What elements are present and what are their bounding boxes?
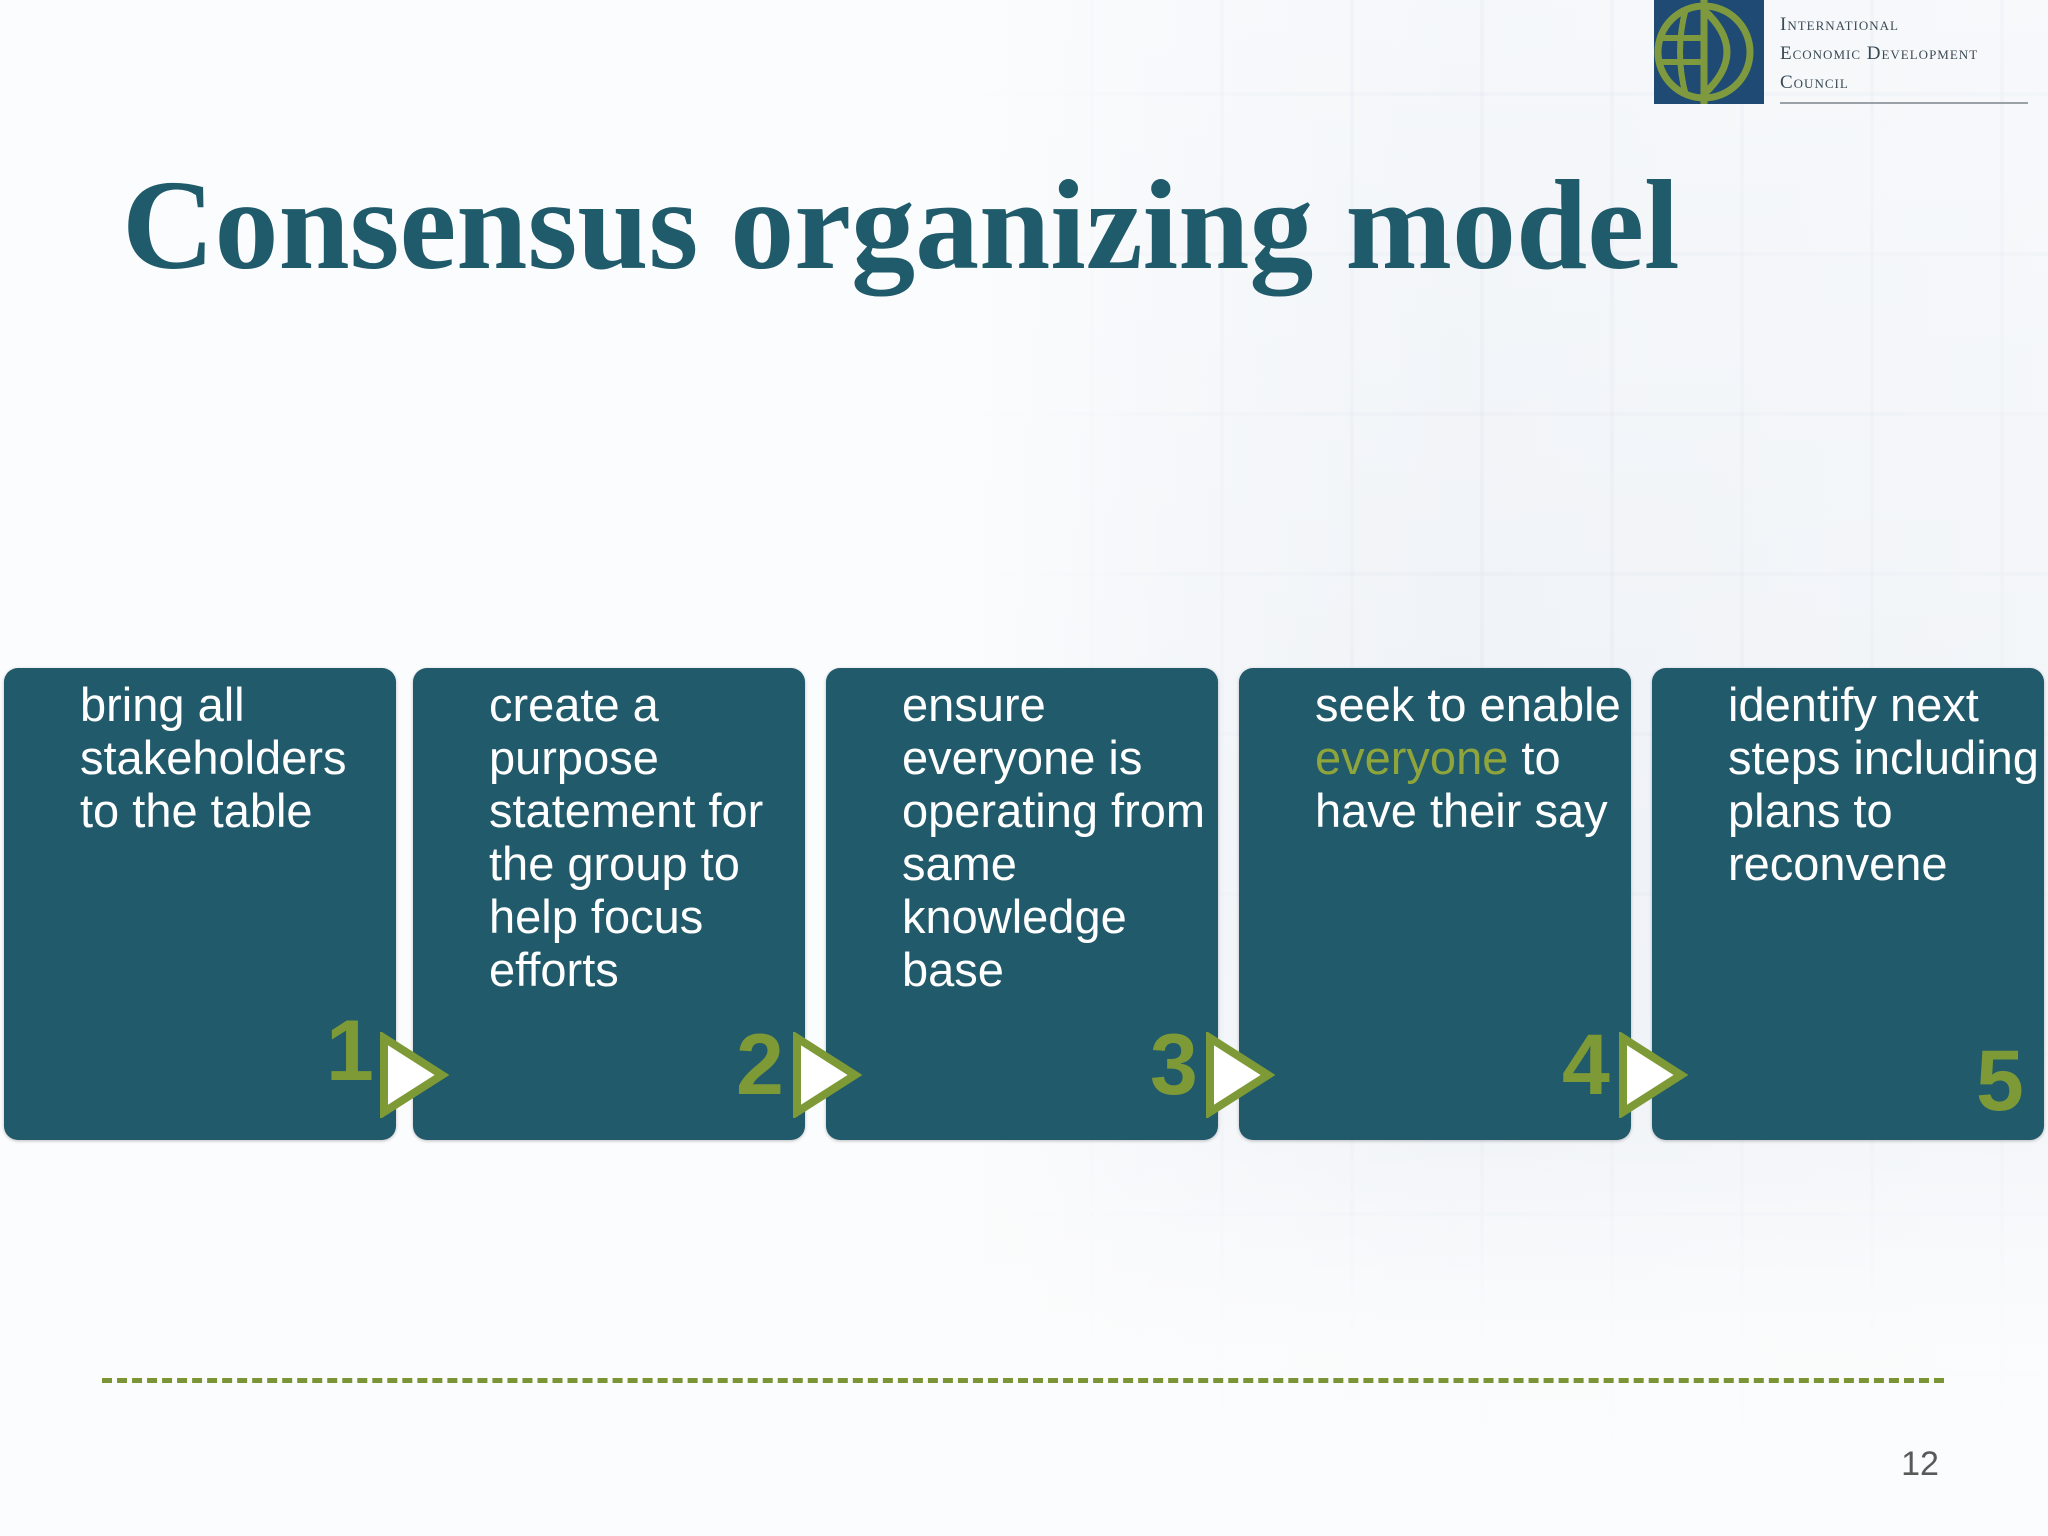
globe-icon [1654,0,1764,104]
step-text: bring all stakeholders to the table [80,678,392,837]
step-number: 1 [326,1008,374,1094]
step-box-2: create a purpose statement for the group… [413,668,805,1140]
step-box-3: ensure everyone is operating from same k… [826,668,1218,1140]
step-number: 4 [1562,1022,1610,1108]
logo-line-3: Council [1780,68,2048,97]
iedc-logo: International Economic Development Counc… [1654,0,2048,106]
step-box-5: identify next steps including plans to r… [1652,668,2044,1140]
step-number: 3 [1150,1022,1198,1108]
step-text-main: bring all stakeholders to the table [80,678,347,837]
arrow-right-icon [791,1032,863,1118]
background-fade [0,1100,2048,1536]
step-text-before: seek to enable [1315,678,1621,731]
step-text: ensure everyone is operating from same k… [902,678,1214,996]
step-text: seek to enable everyone to have their sa… [1315,678,1627,837]
slide-title: Consensus organizing model [122,150,1680,300]
page-number: 12 [1880,1444,1960,1484]
step-box-1: bring all stakeholders to the table 1 [4,668,396,1140]
step-number: 5 [1976,1038,2024,1124]
step-text-main: identify next steps including plans to r… [1728,678,2039,890]
step-text: identify next steps including plans to r… [1728,678,2040,890]
arrow-right-icon [1617,1032,1689,1118]
step-number: 2 [736,1022,784,1108]
footer-divider [102,1378,1944,1383]
arrow-right-icon [1204,1032,1276,1118]
step-text-main: create a purpose statement for the group… [489,678,763,996]
logo-line-1: International [1780,10,2048,39]
logo-line-2: Economic Development [1780,39,2048,68]
step-text: create a purpose statement for the group… [489,678,801,996]
arrow-right-icon [378,1032,450,1118]
step-box-4: seek to enable everyone to have their sa… [1239,668,1631,1140]
step-text-main: ensure everyone is operating from same k… [902,678,1205,996]
step-text-highlight: everyone [1315,731,1508,784]
logo-divider [1780,102,2028,104]
logo-text: International Economic Development Counc… [1780,10,2048,97]
